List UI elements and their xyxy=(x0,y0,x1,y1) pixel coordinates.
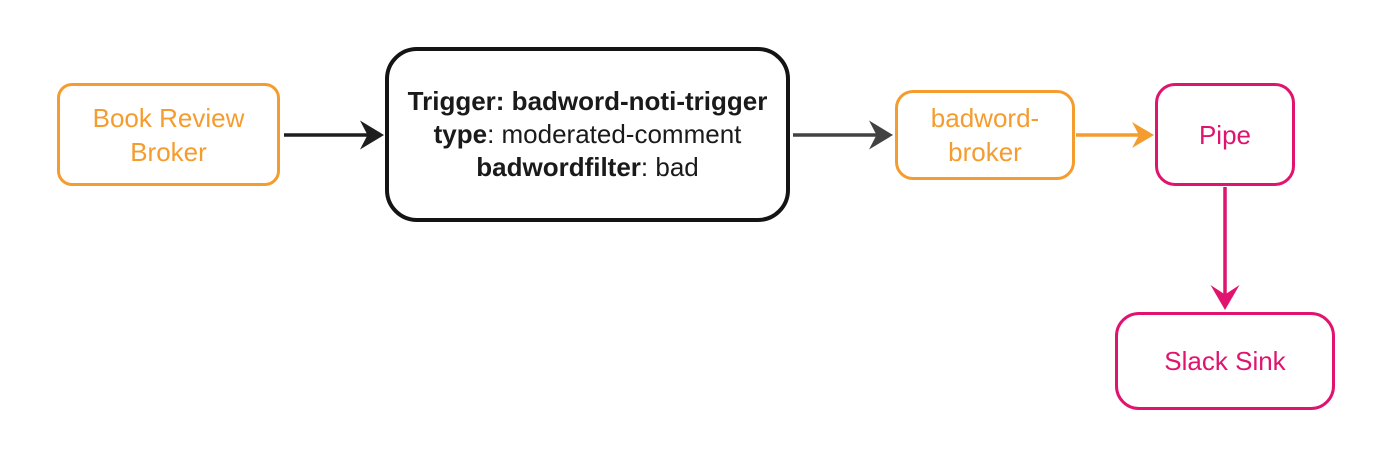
trigger-type-key: type xyxy=(433,119,488,149)
trigger-filter-value: : bad xyxy=(640,152,699,182)
node-label-line: Broker xyxy=(130,136,207,167)
trigger-line-type: type: moderated-comment xyxy=(434,118,742,151)
edge-trigger-to-badword-broker xyxy=(793,120,893,150)
node-label-line: badword- xyxy=(930,103,1040,133)
node-pipe: Pipe xyxy=(1155,83,1295,186)
node-book-review-broker: Book Review Broker xyxy=(57,83,280,186)
trigger-line-filter: badwordfilter: bad xyxy=(476,151,699,184)
trigger-line-name: Trigger: badword-noti-trigger xyxy=(408,85,768,118)
node-badword-broker: badword- broker xyxy=(895,90,1075,180)
node-slack-sink: Slack Sink xyxy=(1115,312,1335,410)
node-label-line: Slack Sink xyxy=(1164,346,1286,376)
edge-badword-broker-to-pipe xyxy=(1076,122,1154,148)
edge-pipe-to-slack-sink xyxy=(1210,187,1240,310)
node-label-line: broker xyxy=(948,137,1022,167)
trigger-filter-key: badwordfilter xyxy=(476,152,641,182)
node-label-line: Book Review xyxy=(92,102,245,133)
trigger-type-value: : moderated-comment xyxy=(487,119,742,149)
edge-broker-to-trigger xyxy=(284,120,384,150)
trigger-name-text: Trigger: badword-noti-trigger xyxy=(407,86,768,116)
node-label-line: Pipe xyxy=(1198,119,1252,150)
node-trigger: Trigger: badword-noti-trigger type: mode… xyxy=(385,47,790,222)
